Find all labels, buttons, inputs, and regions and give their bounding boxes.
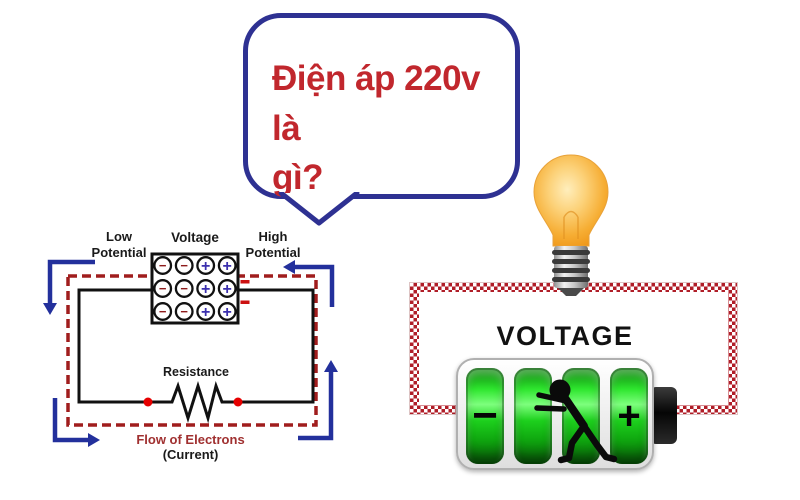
resistance-label: Resistance (162, 365, 229, 379)
flow-of-electrons-label: Flow of Electrons (136, 432, 245, 447)
side-dash (240, 300, 250, 304)
resistor-zigzag (148, 380, 238, 424)
battery-cell (610, 368, 648, 464)
plus-charge: + (201, 304, 210, 321)
plus-charge: + (201, 258, 210, 275)
terminal-dot (143, 397, 153, 407)
battery-terminal-nub (650, 387, 677, 444)
charge-circles (153, 256, 237, 321)
voltage-label: Voltage (171, 230, 219, 245)
light-bulb-icon (533, 154, 609, 296)
minus-charge: − (159, 304, 167, 319)
current-arrows (47, 259, 335, 443)
minus-charge: − (180, 258, 188, 273)
circuit-diagram: − − + + − − + + − − + + (43, 252, 338, 447)
plus-charge: + (223, 258, 232, 275)
current-arrowheads (43, 260, 338, 447)
high-potential-label: High Potential (245, 229, 301, 260)
voltage-title: VOLTAGE (496, 321, 634, 351)
minus-terminal-label: − (472, 391, 498, 440)
low-potential-label: Low Potential (91, 229, 147, 260)
plus-charge: + (223, 281, 232, 298)
minus-charge: − (159, 258, 167, 273)
plus-charge: + (201, 281, 210, 298)
battery-cell (466, 368, 504, 464)
electron-path-dashed-rect (66, 274, 318, 427)
charge-symbols: − − + + − − + + − − + + (159, 258, 232, 321)
minus-charge: − (159, 281, 167, 296)
bulb-contact-tip (558, 288, 584, 296)
battery-cell (514, 368, 552, 464)
minus-charge: − (180, 281, 188, 296)
speech-bubble-text: Điện áp 220v là gì? (272, 59, 481, 198)
speech-bubble: Điện áp 220v là gì? (243, 13, 520, 199)
side-dash (240, 280, 250, 284)
terminal-dot (233, 397, 243, 407)
battery-illustration: − + (456, 358, 654, 470)
current-label: (Current) (162, 447, 219, 462)
plus-terminal-label: + (617, 393, 641, 438)
minus-charge: − (180, 304, 188, 319)
filament (563, 210, 579, 239)
plus-charge: + (223, 304, 232, 321)
pushing-person-icon (534, 379, 618, 464)
speech-bubble-tail (278, 192, 360, 226)
